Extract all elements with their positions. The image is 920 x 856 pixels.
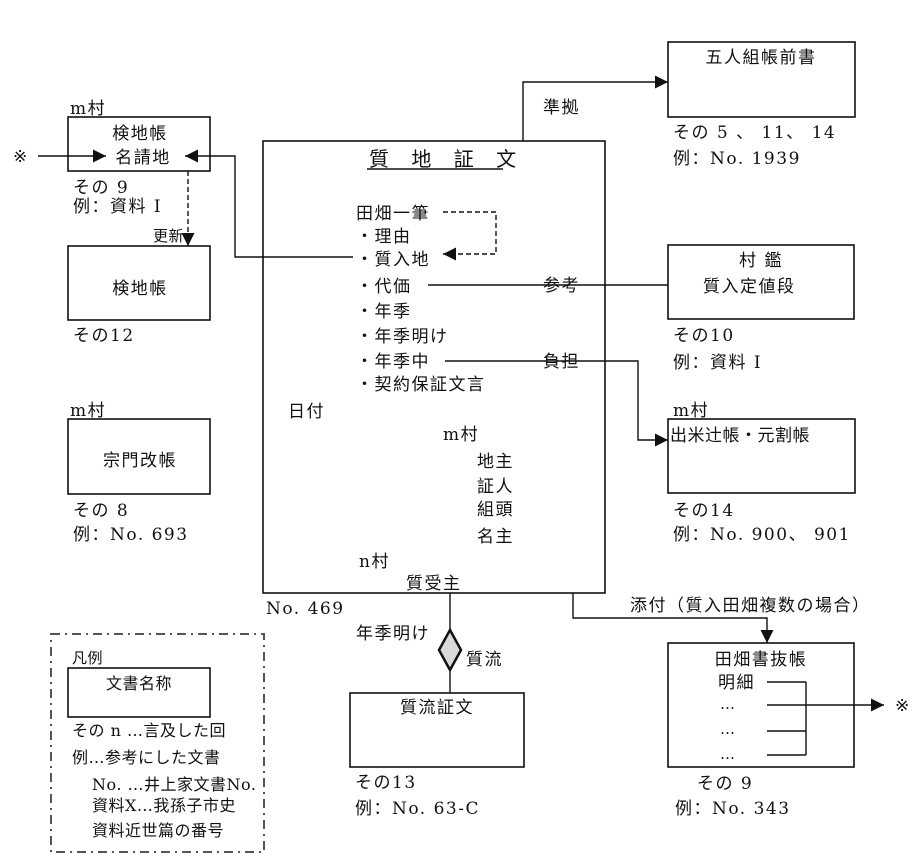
kenchi-nauke-mention: その 9 — [73, 178, 129, 198]
main-item: ・契約保証文言 — [356, 375, 486, 395]
main-document-title: 質 地 証 文 — [369, 147, 524, 171]
main-item: ・年季明け — [356, 327, 449, 347]
attach-label: 添付（質入田畑複数の場合） — [630, 596, 871, 616]
signer: 地主 — [477, 452, 514, 472]
goningumi-box[interactable] — [667, 41, 856, 118]
shumon-example: 例：No. 693 — [73, 525, 189, 545]
demai-example: 例：No. 900、 901 — [673, 525, 851, 545]
murakagami-example: 例：資料 I — [673, 353, 762, 373]
tahata-kakinuki-mention: その 9 — [697, 774, 753, 794]
kenchi-nauke-title: 検地帳 — [112, 124, 168, 144]
signer: 名主 — [477, 527, 514, 547]
pledged-land-to-nauke-arrow — [185, 149, 353, 258]
conform-label: 準拠 — [543, 98, 580, 118]
signer: 証人 — [477, 477, 514, 497]
parcel-to-pledged-land-arrow — [443, 211, 497, 261]
demai-mention: その14 — [673, 501, 735, 521]
cross-ref-mark-left: ※ — [13, 147, 29, 167]
shumon-box[interactable] — [67, 418, 211, 495]
main-item: 田畑一筆 — [356, 204, 430, 224]
village-n-label: n村 — [359, 552, 390, 572]
shumon-title: 宗門改帳 — [103, 451, 177, 471]
goningumi-mention: その 5 、 11、 14 — [673, 123, 836, 143]
legend-line: 例…参考にした文書 — [72, 748, 221, 767]
shichinagare-box[interactable] — [349, 692, 525, 768]
burden-arrow — [445, 360, 668, 447]
signer: 組頭 — [477, 500, 514, 520]
kenchi-nauke-example: 例：資料 I — [73, 197, 162, 217]
update-label: 更新 — [153, 227, 184, 245]
main-item: ・理由 — [356, 227, 412, 247]
goningumi-example: 例：No. 1939 — [673, 149, 801, 169]
demai-title: 出米辻帳・元割帳 — [670, 426, 810, 446]
reference-label: 参考 — [543, 276, 580, 296]
legend-line: 資料近世篇の番号 — [92, 821, 224, 840]
main-document-ref: No. 469 — [266, 599, 345, 619]
cross-ref-mark-right: ※ — [895, 696, 911, 716]
legend-line: 資料X…我孫子市史 — [92, 796, 236, 815]
date-label: 日付 — [288, 402, 325, 422]
kenchi-nauke-subtitle: 名請地 — [115, 148, 171, 168]
main-item: ・年季中 — [356, 352, 430, 372]
tahata-kakinuki-title: 田畑書抜帳 — [715, 650, 808, 670]
murakagami-mention: その10 — [673, 326, 735, 346]
kenchi-new-title: 検地帳 — [112, 279, 168, 299]
legend-title: 凡例 — [72, 649, 103, 667]
conform-arrow — [522, 75, 668, 141]
murakagami-box[interactable] — [667, 244, 855, 320]
main-item: ・質入地 — [356, 250, 430, 270]
main-item: ・年季 — [356, 302, 412, 322]
legend-frame — [50, 633, 265, 853]
legend-box-label: 文書名称 — [106, 674, 172, 693]
attach-arrow — [572, 593, 774, 643]
forfeit-label: 質流 — [466, 650, 503, 670]
legend-line: その n …言及した回 — [72, 721, 226, 740]
murakagami-title: 村 鑑 — [739, 251, 783, 271]
tahata-ellipsis: … — [720, 745, 736, 763]
burden-label: 負担 — [543, 352, 580, 372]
tahata-detail-label: 明細 — [718, 673, 755, 693]
shichinagare-title: 質流証文 — [400, 698, 474, 718]
goningumi-title: 五人組帳前書 — [706, 48, 817, 68]
legend-line: No. …井上家文書No. — [92, 775, 256, 794]
shichinagare-mention: その13 — [355, 773, 417, 793]
tahata-kakinuki-example: 例：No. 343 — [675, 799, 791, 819]
village-m-label: m村 — [443, 425, 479, 445]
forfeit-diamond — [437, 627, 463, 673]
main-item: ・代価 — [356, 277, 412, 297]
kenchi-village-label: m村 — [70, 99, 106, 119]
murakagami-subtitle: 質入定値段 — [703, 277, 796, 297]
kenchi-new-box[interactable] — [67, 245, 211, 321]
demai-box[interactable] — [667, 418, 856, 494]
tahata-ellipsis: … — [720, 695, 736, 713]
recipient-label: 質受主 — [406, 574, 462, 594]
shichinagare-example: 例：No. 63-C — [355, 799, 480, 819]
shumon-mention: その 8 — [73, 501, 129, 521]
main-document-box[interactable] — [262, 140, 606, 594]
kenchi-new-mention: その12 — [73, 326, 135, 346]
legend-sample-box — [67, 667, 211, 718]
term-end-label: 年季明け — [356, 624, 430, 644]
tahata-ellipsis: … — [720, 720, 736, 738]
shumon-village-label: m村 — [70, 401, 106, 421]
demai-village-label: m村 — [673, 401, 709, 421]
